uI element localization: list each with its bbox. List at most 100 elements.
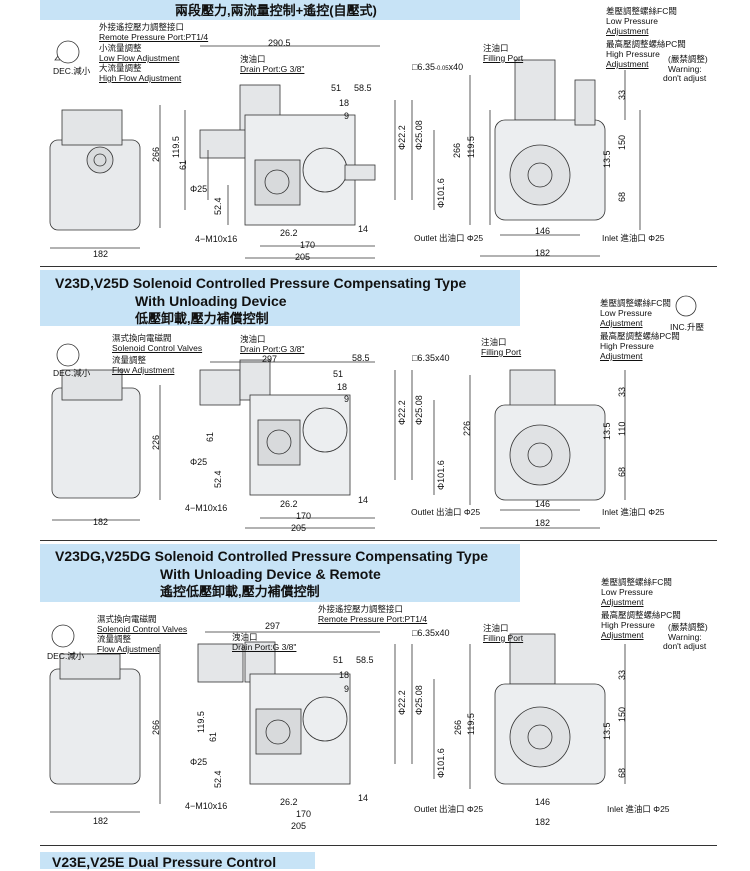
section1-dim-18: 18 — [339, 98, 350, 108]
section1-pc-cn: 最高壓調整螺絲PC閥 — [606, 39, 686, 49]
section1-phi1016: Φ101.6 — [436, 178, 446, 208]
section3-dim-266: 266 — [453, 719, 463, 735]
section2-dim-135: 13.5 — [602, 422, 612, 440]
section3-phi22: Φ22.2 — [397, 690, 407, 715]
section3-flow-cn: 流量調整 — [97, 634, 132, 644]
section1-warn-cn: (嚴禁調整) — [668, 54, 708, 64]
section3-pc-en1: High Pressure — [601, 620, 655, 630]
section2-sol-cn: 濕式換向電磁閥 — [112, 333, 172, 343]
section1-title-cn: 兩段壓力,兩流量控制+遙控(自壓式) — [175, 3, 377, 18]
section3-inlet: Inlet 進油口 Φ25 — [607, 804, 670, 814]
section3-dim-182: 182 — [535, 817, 551, 827]
section2-dim-51: 51 — [333, 369, 344, 379]
section2-inlet: Inlet 進油口 Φ25 — [602, 507, 665, 517]
section1-dim-182: 182 — [535, 248, 551, 258]
section1-phi25: Φ25 — [190, 184, 208, 194]
section1-title-band — [40, 0, 520, 20]
section3-dim-205: 205 — [291, 821, 307, 831]
section2-dim-226: 226 — [462, 420, 472, 436]
section1-dim-33: 33 — [617, 89, 627, 100]
section3-warn1: Warning: — [668, 632, 702, 642]
section3-phi1016: Φ101.6 — [436, 748, 446, 778]
section1-m10: 4−M10x16 — [195, 234, 238, 244]
section3-fc-cn: 差壓調整螺絲FC閥 — [601, 577, 672, 587]
section1-dim-170: 170 — [300, 240, 316, 250]
section2-phi22: Φ22.2 — [397, 400, 407, 425]
section1-fill-cn: 注油口 — [483, 43, 509, 53]
section1-dim-14: 14 — [358, 224, 369, 234]
section3-warn-cn: (嚴禁調整) — [668, 622, 708, 632]
section3-dim-61: 61 — [208, 731, 218, 742]
section1-dim-262: 26.2 — [280, 228, 298, 238]
section2-flow-en: Flow Adjustment — [112, 365, 175, 375]
section2-dim-58: 58.5 — [352, 353, 370, 363]
section3-dec-knob — [51, 624, 75, 648]
section3-dim-262: 26.2 — [280, 797, 298, 807]
section3-title-band — [40, 544, 520, 602]
section2-dim-14: 14 — [358, 495, 369, 505]
section2-dim-18: 18 — [337, 382, 348, 392]
section3-fill-cn: 注油口 — [483, 623, 509, 633]
section1-phi22: Φ22.2 — [397, 125, 407, 150]
section3-remote-en: Remote Pressure Port:PT1/4 — [318, 614, 428, 624]
section3-drawings — [49, 624, 626, 813]
section1-outlet: Outlet 出油口 Φ25 — [414, 233, 484, 243]
section2-dim-68: 68 — [617, 466, 627, 477]
section3-drain-cn: 洩油口 — [232, 632, 258, 642]
section2-flow-cn: 流量調整 — [112, 355, 147, 365]
section2-dim-182: 182 — [535, 518, 551, 528]
section4-title-en1: V23E,V25E Dual Pressure Control — [52, 854, 277, 870]
section-divider-3 — [40, 845, 717, 846]
section1-dec-label: DEC.減小 — [53, 66, 91, 76]
section3-dec-label: DEC.減小 — [47, 651, 85, 661]
section2-dim-262: 26.2 — [280, 499, 298, 509]
section1-drain-en: Drain Port:G 3/8" — [240, 64, 305, 74]
section1-warn2: don't adjust — [663, 73, 707, 83]
section1-dim-150: 150 — [617, 134, 627, 150]
section1-warn1: Warning: — [668, 64, 702, 74]
section3-dim-135: 13.5 — [602, 722, 612, 740]
section2-dec-knob — [56, 343, 80, 367]
section1-dim-205: 205 — [295, 252, 311, 262]
section1-dim-119: 119.5 — [171, 136, 181, 158]
section2-m10: 4−M10x16 — [185, 503, 228, 513]
section1-high-flow-en: High Flow Adjustment — [99, 73, 182, 83]
section3-flow-en: Flow Adjustment — [97, 644, 160, 654]
section1-high-flow-cn: 大流量調整 — [99, 63, 142, 73]
section1-dim-524: 52.4 — [213, 197, 223, 215]
section3-dim-170: 170 — [296, 809, 312, 819]
section3-dim-58: 58.5 — [356, 655, 374, 665]
section2-fill-en: Filling Port — [481, 347, 522, 357]
section1-fc-en2: Adjustment — [606, 26, 649, 36]
section3-phi25: Φ25 — [190, 757, 208, 767]
section3-key: □6.35x40 — [412, 628, 450, 638]
section1-dim-1195: 119.5 — [466, 136, 476, 158]
section1-dim-146: 146 — [535, 226, 551, 236]
section2-left-width-182: 182 — [93, 517, 109, 527]
section1-left-height-266: 266 — [151, 146, 161, 162]
section1-dim-68: 68 — [617, 191, 627, 202]
section1-fc-cn: 差壓調整螺絲FC閥 — [606, 6, 677, 16]
section2-phi2508: Φ25.08 — [414, 395, 424, 425]
section2-dim-110: 110 — [617, 421, 627, 436]
section2-dim-297: 297 — [262, 354, 278, 364]
section3-warn2: don't adjust — [663, 641, 707, 651]
section2-title-en1: V23D,V25D Solenoid Controlled Pressure C… — [55, 275, 467, 291]
section2-sol-en: Solenoid Control Valves — [112, 343, 203, 353]
section2-phi1016: Φ101.6 — [436, 460, 446, 490]
section2-inc-knob — [675, 295, 697, 317]
section2-fc-en1: Low Pressure — [600, 308, 652, 318]
section1-dec-knob — [56, 40, 80, 64]
section1-left-width-182: 182 — [93, 249, 109, 259]
section2-dim-61: 61 — [205, 431, 215, 442]
section2-left-height-226: 226 — [151, 434, 161, 450]
section1-dim-9: 9 — [344, 111, 350, 121]
section1-remote-cn: 外接遙控壓力調整接口 — [99, 22, 185, 32]
section3-pc-en2: Adjustment — [601, 630, 644, 640]
section1-remote-en: Remote Pressure Port:PT1/4 — [99, 32, 209, 42]
section3-title-en1: V23DG,V25DG Solenoid Controlled Pressure… — [55, 548, 489, 564]
section3-pc-cn: 最高壓調整螺絲PC閥 — [601, 610, 681, 620]
section3-sol-en: Solenoid Control Valves — [97, 624, 188, 634]
section3-remote-cn: 外接遙控壓力調整接口 — [318, 604, 404, 614]
section3-drain-en: Drain Port:G 3/8" — [232, 642, 297, 652]
